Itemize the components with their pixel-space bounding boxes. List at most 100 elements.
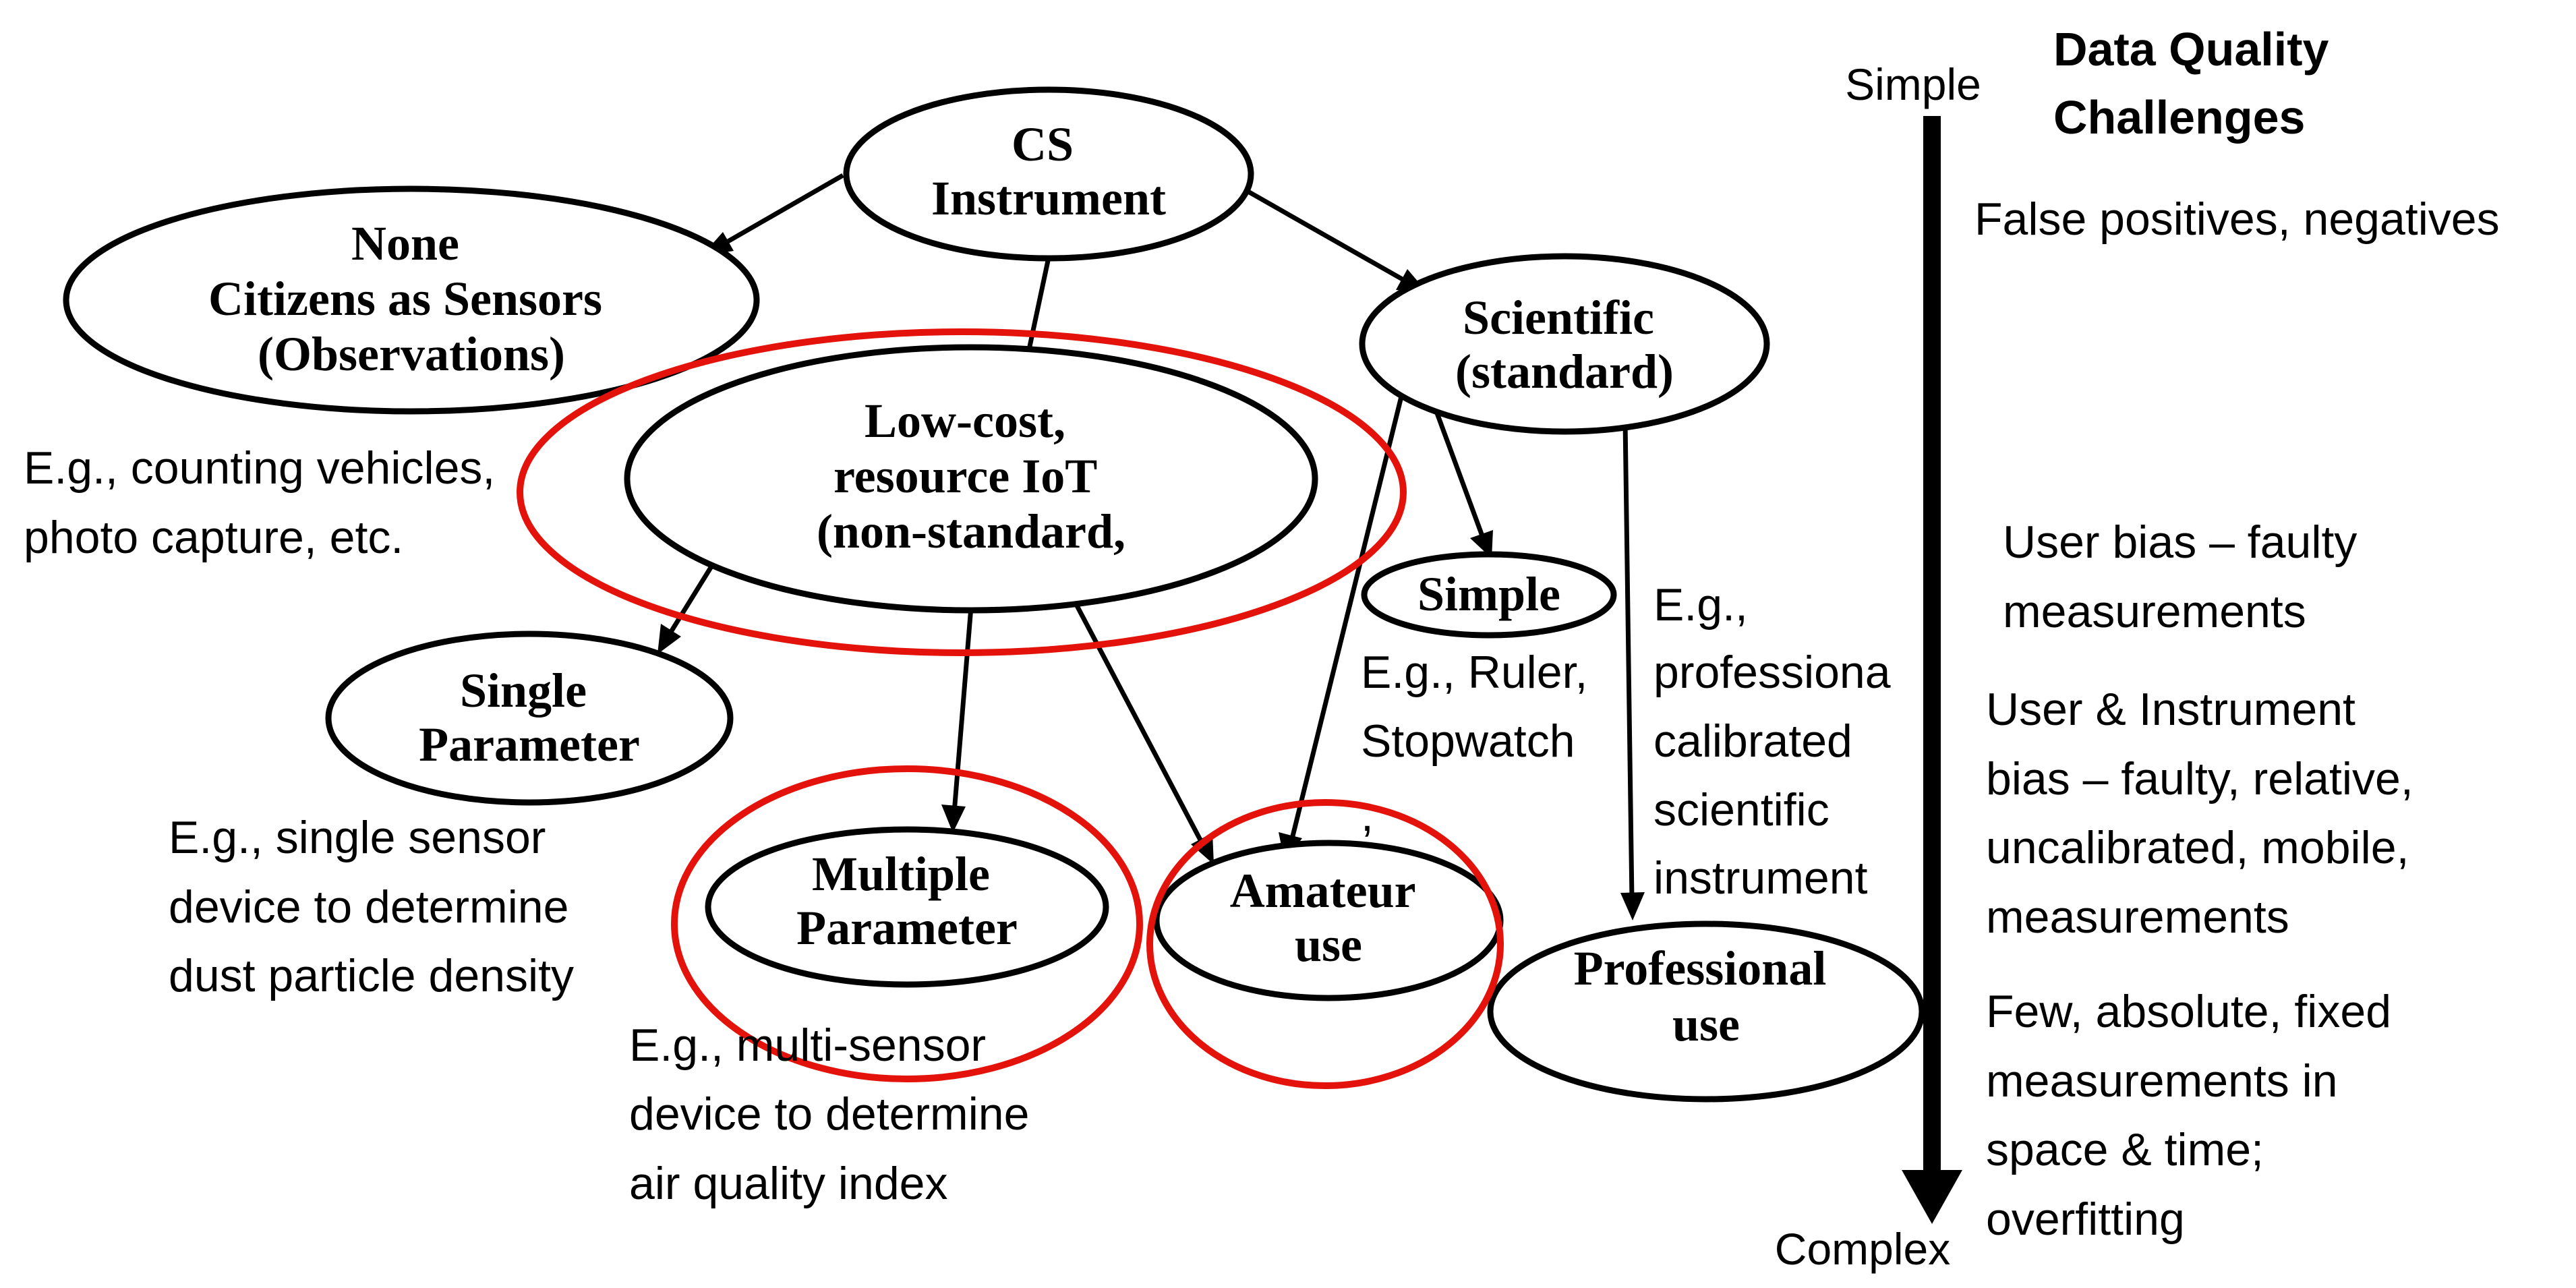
example-professional-instrument-line-1: E.g., xyxy=(1653,579,1748,631)
node-lowcost-line-2: resource IoT xyxy=(833,449,1096,503)
example-professional-instrument-line-2: professiona xyxy=(1653,647,1891,698)
example-ruler-line-1: E.g., Ruler, xyxy=(1361,647,1587,698)
node-simple-shape xyxy=(1361,551,1617,639)
highlight-ring-multiple xyxy=(671,765,1143,1082)
highlight-rings xyxy=(517,328,1504,1089)
node-lowcost-line-1: Low-cost, xyxy=(865,394,1065,448)
challenge-item-2-line-1: User bias – faulty xyxy=(2003,517,2357,568)
data-quality-panel: Data Quality Challenges False positives,… xyxy=(1974,23,2500,1245)
node-amateur-line-1: Amateur xyxy=(1230,864,1415,918)
complexity-axis: Simple Complex xyxy=(1775,59,1981,1274)
example-ruler-line-2: Stopwatch xyxy=(1361,715,1575,767)
node-scientific-line-1: Scientific xyxy=(1463,291,1654,345)
node-none-label: None Citizens as Sensors (Observations) xyxy=(208,216,614,381)
node-professional-line-1: Professional xyxy=(1574,941,1827,995)
example-professional-instrument-line-5: instrument xyxy=(1653,852,1868,904)
example-single-sensor-line-3: dust particle density xyxy=(169,950,574,1001)
edge-scientific-to-amateur xyxy=(1289,390,1405,842)
node-amateur: Amateur use xyxy=(1153,840,1504,1001)
node-cs-instrument-label: CS Instrument xyxy=(931,117,1166,225)
node-scientific: Scientific (standard) xyxy=(1359,253,1770,435)
highlight-ring-amateur xyxy=(1146,799,1504,1089)
challenge-item-1: False positives, negatives xyxy=(1974,194,2500,245)
challenge-item-4-line-3: space & time; xyxy=(1986,1124,2264,1175)
node-single-line-1: Single xyxy=(460,664,587,718)
node-professional-label: Professional use xyxy=(1574,941,1839,1051)
node-amateur-label: Amateur use xyxy=(1230,864,1428,972)
data-quality-heading-line-1: Data Quality xyxy=(2053,23,2329,76)
example-single-sensor: E.g., single sensor device to determine … xyxy=(169,812,581,1001)
node-single-label: Single Parameter xyxy=(419,664,640,771)
example-professional-instrument: E.g., professiona calibrated scientific … xyxy=(1653,579,1903,904)
node-scientific-shape xyxy=(1359,253,1770,435)
edge-scientific-to-simple xyxy=(1434,410,1486,541)
node-multiple-line-2: Parameter xyxy=(796,901,1018,955)
node-cs-instrument-line-1: CS xyxy=(1012,117,1074,171)
complexity-axis-arrowhead xyxy=(1902,1170,1962,1224)
edge-lowcost-to-amateur xyxy=(1070,595,1206,848)
node-multiple: Multiple Parameter xyxy=(705,826,1109,988)
highlight-ring-lowcost xyxy=(517,328,1407,656)
node-single: Single Parameter xyxy=(325,631,734,806)
challenge-item-3-line-1: User & Instrument xyxy=(1986,684,2355,735)
node-cs-instrument-line-2: Instrument xyxy=(931,171,1166,225)
edge-lowcost-to-single xyxy=(666,565,713,639)
node-none-line-3: (Observations) xyxy=(258,327,565,381)
challenge-item-3-line-4: measurements xyxy=(1986,891,2289,943)
example-single-sensor-line-1: E.g., single sensor xyxy=(169,812,546,863)
challenge-item-4-line-1: Few, absolute, fixed xyxy=(1986,986,2391,1037)
edge-lowcost-to-multiple-arrowhead xyxy=(941,804,966,833)
node-professional: Professional use xyxy=(1487,920,1925,1103)
node-professional-shape xyxy=(1487,920,1925,1103)
example-professional-instrument-line-3: calibrated xyxy=(1653,715,1852,767)
node-scientific-line-2: (standard) xyxy=(1455,345,1674,399)
node-cs-instrument-shape xyxy=(843,86,1254,262)
data-quality-heading: Data Quality Challenges xyxy=(2053,23,2342,144)
example-counting-line-1: E.g., counting vehicles, xyxy=(24,442,495,494)
data-quality-heading-line-2: Challenges xyxy=(2053,91,2305,144)
example-professional-instrument-line-4: scientific xyxy=(1653,784,1829,836)
challenge-item-1-line-1: False positives, negatives xyxy=(1974,194,2500,245)
edge-scientific-to-simple-arrowhead xyxy=(1470,530,1493,558)
node-lowcost-line-3: (non-standard, xyxy=(817,504,1125,558)
challenge-item-3-line-2: bias – faulty, relative, xyxy=(1986,753,2413,804)
node-simple-label: Simple xyxy=(1417,567,1560,621)
challenge-item-3: User & Instrument bias – faulty, relativ… xyxy=(1986,684,2426,943)
node-single-shape xyxy=(325,631,734,806)
edge-cs-to-none xyxy=(710,173,844,254)
node-simple: Simple xyxy=(1361,551,1617,639)
challenge-item-2-line-2: measurements xyxy=(2003,586,2306,637)
node-cs-instrument: CS Instrument xyxy=(843,86,1254,262)
complexity-axis-bar xyxy=(1923,116,1941,1181)
example-multi-sensor-line-3: air quality index xyxy=(629,1158,947,1209)
example-ruler: E.g., Ruler, Stopwatch , xyxy=(1361,647,1600,841)
node-none-line-2: Citizens as Sensors xyxy=(208,272,602,326)
edge-lowcost-to-single-arrowhead xyxy=(657,624,681,654)
example-multi-sensor-line-1: E.g., multi-sensor xyxy=(629,1020,986,1071)
node-lowcost-shape xyxy=(624,344,1318,614)
example-multi-sensor: E.g., multi-sensor device to determine a… xyxy=(629,1020,1042,1209)
node-none-line-1: None xyxy=(351,216,459,270)
example-ruler-line-3: , xyxy=(1361,790,1374,841)
node-professional-line-2: use xyxy=(1672,997,1740,1051)
node-lowcost-label: Low-cost, resource IoT (non-standard, xyxy=(817,394,1125,558)
node-none: None Citizens as Sensors (Observations) xyxy=(63,185,760,415)
example-multi-sensor-line-2: device to determine xyxy=(629,1088,1029,1140)
challenge-item-3-line-3: uncalibrated, mobile, xyxy=(1986,822,2409,873)
example-counting-line-2: photo capture, etc. xyxy=(24,512,403,563)
node-scientific-label: Scientific (standard) xyxy=(1455,291,1674,399)
node-multiple-label: Multiple Parameter xyxy=(796,847,1018,955)
axis-bottom-label: Complex xyxy=(1775,1224,1950,1274)
example-single-sensor-line-2: device to determine xyxy=(169,881,568,933)
challenge-item-4-line-2: measurements in xyxy=(1986,1055,2338,1107)
challenge-item-2: User bias – faulty measurements xyxy=(2003,517,2370,637)
node-simple-line-1: Simple xyxy=(1417,567,1560,621)
node-multiple-shape xyxy=(705,826,1109,988)
edge-scientific-to-professional-arrowhead xyxy=(1620,892,1645,920)
edge-scientific-to-professional xyxy=(1622,421,1635,901)
challenge-item-4-line-4: overfitting xyxy=(1986,1194,2185,1245)
node-single-line-2: Parameter xyxy=(419,718,640,771)
example-counting: E.g., counting vehicles, photo capture, … xyxy=(24,442,508,563)
node-lowcost: Low-cost, resource IoT (non-standard, xyxy=(624,344,1318,614)
